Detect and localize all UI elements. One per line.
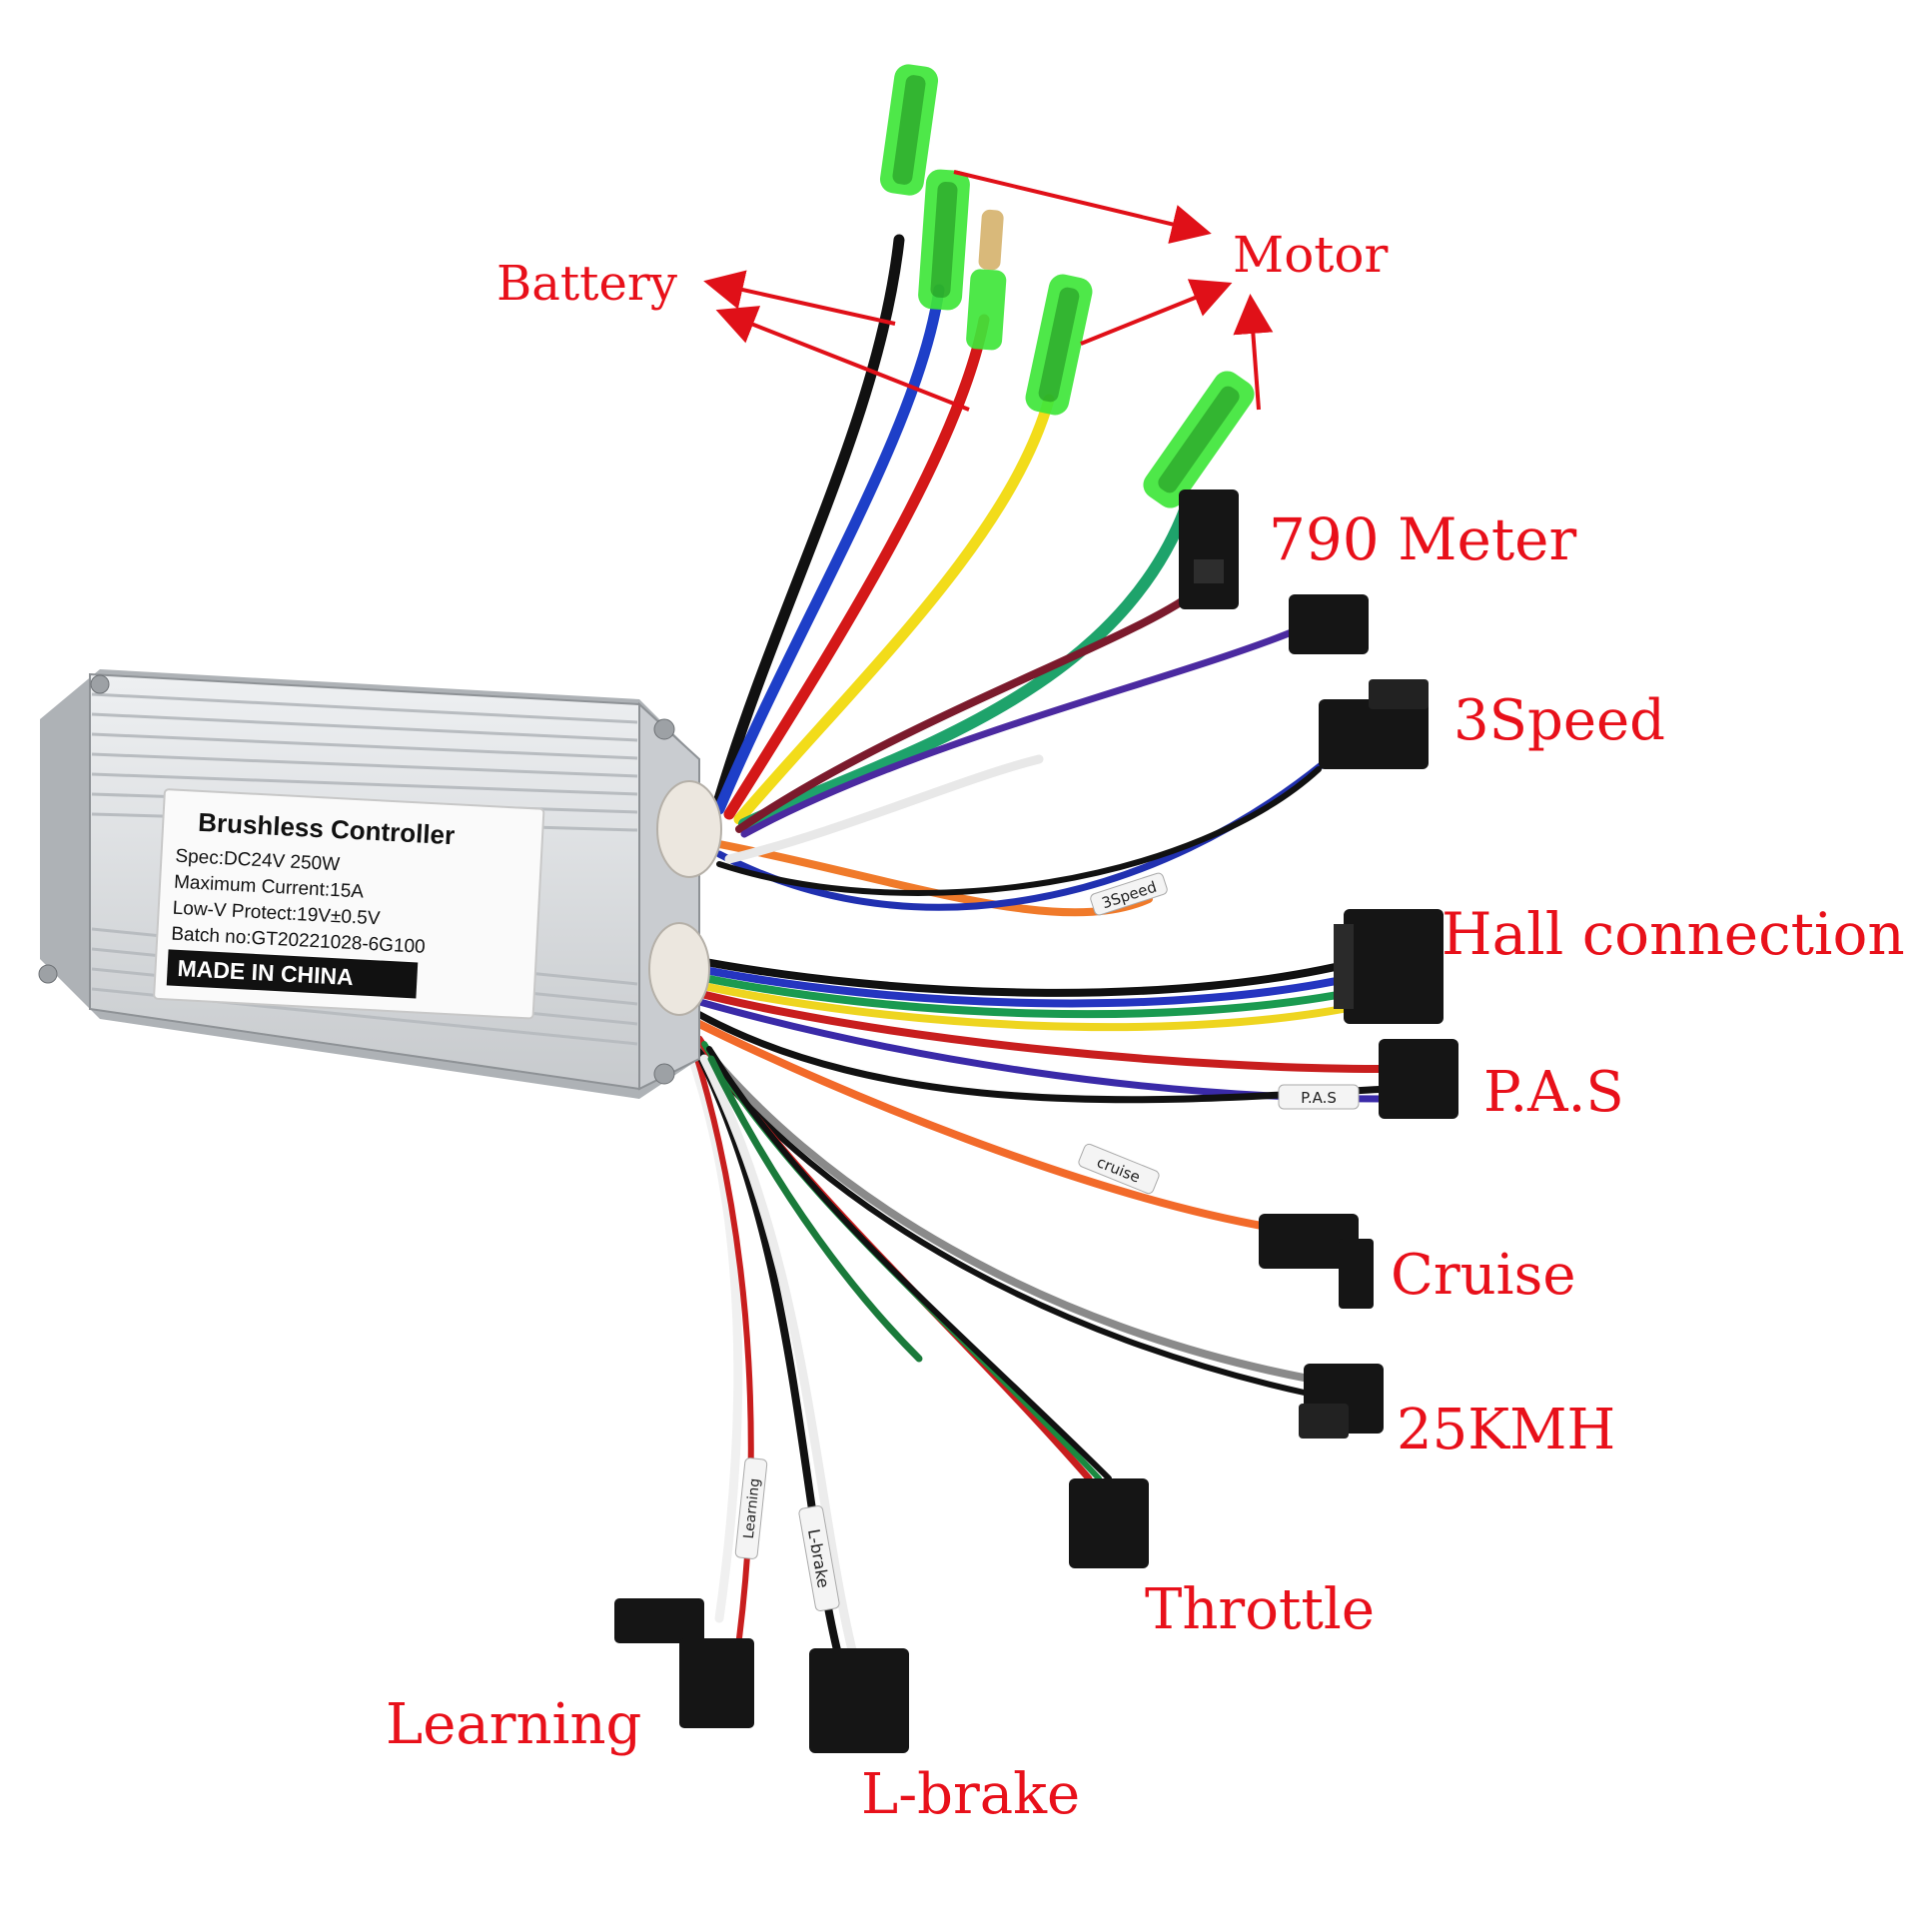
kmh25-gray-wire (685, 1025, 1313, 1383)
label-throttle: Throttle (1145, 1577, 1375, 1642)
tag-pas: P.A.S (1301, 1089, 1337, 1107)
meter-wire-2 (740, 625, 1303, 838)
motor-connector-1 (879, 64, 939, 196)
learning-white-wire (684, 1044, 743, 1623)
wire-tags: 3Speed P.A.S cruise Learning L-brake (734, 872, 1360, 1612)
cruise-connector (1259, 1214, 1374, 1309)
screw-left-top (90, 674, 110, 694)
label-battery: Battery (496, 256, 677, 312)
cable-gland-lower (648, 922, 710, 1016)
arrow-motor-1 (953, 170, 1212, 244)
cruise-orange-wire (685, 1015, 1283, 1233)
annotation-arrows (703, 170, 1274, 412)
hall-connector (1334, 909, 1444, 1024)
motor-connector-2 (918, 169, 970, 311)
speed3-black-wire (716, 766, 1322, 896)
motor-green-wire (738, 493, 1195, 830)
label-cruise: Cruise (1391, 1243, 1575, 1308)
arrow-motor-3 (1233, 294, 1274, 411)
lbrake-green-wire (707, 1055, 923, 1363)
lbrake-white-wire (699, 1054, 859, 1663)
hall-blue-wire (685, 963, 1373, 1008)
throttle-black-wire (706, 1046, 1112, 1481)
label-l-brake: L-brake (861, 1762, 1080, 1827)
hall-green-wire (685, 971, 1373, 1019)
label-motor: Motor (1233, 226, 1388, 284)
label-hall-connection: Hall connection (1442, 900, 1905, 968)
label-learning: Learning (386, 1692, 641, 1757)
hall-red-wire (685, 987, 1383, 1073)
speed3-connector (1319, 679, 1429, 769)
pas-connector (1379, 1039, 1458, 1119)
throttle-connector (1069, 1478, 1149, 1568)
battery-black-wire (713, 234, 905, 805)
made-in-china-band (166, 949, 419, 999)
lbrake-connector (809, 1648, 909, 1753)
arrow-battery-red (715, 306, 970, 412)
meter-wire (735, 585, 1203, 833)
screw-top (653, 718, 675, 740)
meter-white-wire (724, 754, 1044, 864)
meter-connector (1179, 489, 1239, 609)
controller-sticker: Brushless Controller Spec:DC24V 250W Max… (153, 788, 545, 1020)
arrow-motor-2 (1080, 279, 1233, 346)
learning-connector (614, 1598, 754, 1728)
motor-blue-wire (713, 284, 945, 815)
meter-connector-2 (1289, 594, 1369, 654)
motor-connector-4 (1143, 371, 1255, 508)
label-25kmh: 25KMH (1397, 1398, 1615, 1462)
label-790-meter: 790 Meter (1269, 505, 1576, 573)
motor-connector-3 (1025, 274, 1093, 416)
hall-yellow-wire (685, 979, 1373, 1032)
motor-yellow-wire (733, 394, 1055, 825)
screw-bottom (653, 1063, 675, 1085)
learning-red-wire (691, 1046, 754, 1641)
kmh25-connector (1299, 1364, 1384, 1439)
battery-bullet-connector (966, 209, 1007, 351)
tag-learning: Learning (741, 1477, 763, 1539)
callout-labels: Battery Motor 790 Meter 3Speed Hall conn… (386, 226, 1905, 1827)
battery-red-wire (723, 314, 990, 820)
hall-black-wire (685, 955, 1373, 997)
connectors (614, 64, 1458, 1753)
cable-gland-upper (656, 780, 722, 878)
label-pas: P.A.S (1483, 1060, 1624, 1125)
label-3speed: 3Speed (1453, 688, 1665, 753)
arrow-battery-black (703, 270, 896, 326)
screw-left-bottom (38, 964, 58, 984)
wire-bundle (684, 234, 1393, 1663)
